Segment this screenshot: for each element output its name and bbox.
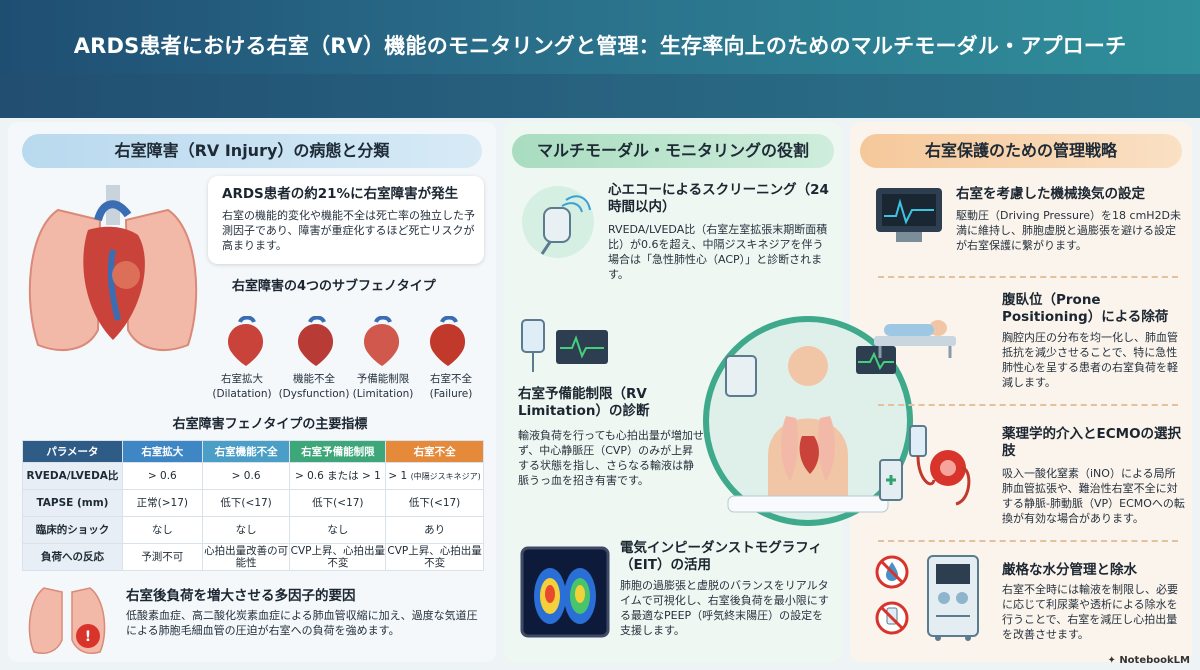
- table-title: 右室障害フェノタイプの主要指標: [172, 417, 368, 432]
- subtype-dysfunction: 機能不全 (Dysfunction): [276, 372, 352, 402]
- subtype-label-en: (Limitation): [352, 388, 414, 400]
- table-cell: 心拍出量改善の可能性: [201, 543, 291, 571]
- factors-heading: 右室後負荷を増大させる多因子的要因: [126, 588, 356, 604]
- limitation-heading: 右室予備能制限（RV Limitation）の診断: [518, 386, 650, 419]
- table-header: 右室不全: [385, 440, 484, 463]
- table-header: パラメータ: [22, 440, 123, 463]
- header-banner: ARDS患者における右室（RV）機能のモニタリングと管理：生存率向上のためのマル…: [0, 0, 1200, 118]
- cell-value: > 1: [388, 469, 408, 482]
- table-cell: CVP上昇、心拍出量不変: [289, 543, 387, 571]
- heart-icon: [297, 316, 334, 366]
- table-row: RVEDA/LVEDA比 > 0.6 > 0.6 > 0.6 または > 1 >…: [22, 462, 484, 490]
- table-header: 右室拡大: [121, 440, 203, 463]
- echo-body: RVEDA/LVEDA比（右室左室拡張末期断面積比）が0.6を超え、中隔ジスキネ…: [608, 223, 828, 281]
- subtype-label: 機能不全: [293, 373, 335, 385]
- section-divider: [878, 540, 1178, 542]
- subtype-label-en: (Dilatation): [212, 388, 272, 400]
- lungs-heart-illustration: [28, 185, 198, 351]
- factors-body: 低酸素血症、高二酸化炭素血症による肺血管収縮に加え、過度な気道圧による肺胞毛細血…: [126, 609, 478, 637]
- subtype-label-en: (Failure): [429, 388, 473, 400]
- table-cell: 低下(<17): [385, 489, 484, 517]
- table-cell: 低下(<17): [289, 489, 387, 517]
- table-cell: > 0.6: [201, 462, 291, 490]
- right-section-title: 右室保護のための管理戦略: [860, 134, 1182, 168]
- table-row: 臨床的ショック なし なし なし あり: [22, 516, 484, 544]
- iv-monitor-icon: [521, 319, 608, 372]
- eit-heading: 電気インピーダンストモグラフィ（EIT）の活用: [620, 540, 822, 573]
- subtype-dilatation: 右室拡大 (Dilatation): [212, 372, 272, 402]
- no-fluid-icon: [875, 555, 909, 589]
- strategy-body-ventilation: 駆動圧（Driving Pressure）を18 cmH2D未満に維持し、肺胞虚…: [956, 209, 1182, 252]
- table-cell: 正常(>17): [121, 489, 203, 517]
- table-cell: RVEDA/LVEDA比: [22, 462, 123, 490]
- heart-icon: [429, 316, 466, 366]
- patient-monitoring-illustration: [703, 316, 913, 526]
- page-title: ARDS患者における右室（RV）機能のモニタリングと管理：生存率向上のためのマル…: [73, 34, 1127, 58]
- ecmo-icon: [879, 425, 971, 506]
- table-header: 右室予備能制限: [289, 440, 387, 463]
- strategy-body-prone: 胸腔内圧の分布を均一化し、肺血管抵抗を減少させることで、特に急性肺性心を呈する患…: [1002, 331, 1178, 389]
- strategy-body-fluid: 右室不全時には輸液を制限し、必要に応じて利尿薬や透析による除水を行うことで、右室…: [1002, 583, 1178, 641]
- header-band: [0, 74, 1200, 118]
- subtype-label: 右室不全: [430, 373, 472, 385]
- brand-label: NotebookLM: [1119, 655, 1190, 666]
- eit-lung-image: [520, 546, 610, 638]
- svg-text:!: !: [85, 629, 91, 645]
- callout-heading: ARDS患者の約21%に右室障害が発生: [222, 186, 459, 202]
- strategy-heading-prone: 腹臥位（Prone Positioning）による除荷: [1002, 292, 1169, 325]
- section-divider: [878, 276, 1178, 278]
- table-cell: > 0.6: [121, 462, 203, 490]
- table-header: 右室機能不全: [201, 440, 291, 463]
- subtypes-title: 右室障害の4つのサブフェノタイプ: [232, 279, 436, 294]
- table-cell: 臨床的ショック: [22, 516, 123, 544]
- cell-note: (中隔ジスキネジア): [410, 471, 481, 481]
- left-section-title: 右室障害（RV Injury）の病態と分類: [22, 134, 482, 168]
- middle-section-title: マルチモーダル・モニタリングの役割: [512, 134, 834, 168]
- table-cell: なし: [121, 516, 203, 544]
- table-row: TAPSE (mm) 正常(>17) 低下(<17) 低下(<17) 低下(<1…: [22, 489, 484, 517]
- subtype-label: 右室拡大: [221, 373, 263, 385]
- table-cell: > 0.6 または > 1: [289, 462, 387, 490]
- callout-body: 右室の機能的変化や機能不全は死亡率の独立した予測因子であり、障害が重症化するほど…: [222, 209, 475, 252]
- table-cell: 低下(<17): [201, 489, 291, 517]
- eit-body: 肺胞の過膨張と虚脱のバランスをリアルタイムで可視化し、右室後負荷を最小限にする最…: [620, 579, 829, 637]
- section-divider: [878, 404, 1178, 406]
- table-cell: TAPSE (mm): [22, 489, 123, 517]
- strategy-heading-ecmo: 薬理学的介入とECMOの選択肢: [1002, 426, 1182, 459]
- table-row: 負荷への反応 予測不可 心拍出量改善の可能性 CVP上昇、心拍出量不変 CVP上…: [22, 543, 484, 571]
- table-header-row: パラメータ 右室拡大 右室機能不全 右室予備能制限 右室不全: [22, 440, 484, 463]
- table-cell: 予測不可: [121, 543, 203, 571]
- subtype-failure: 右室不全 (Failure): [418, 372, 484, 402]
- lungs-warning-icon: !: [28, 587, 106, 654]
- prone-position-icon: [874, 320, 956, 358]
- no-infusion-icon: [875, 601, 909, 635]
- dialysis-machine-icon: [927, 555, 979, 641]
- table-cell: 負荷への反応: [22, 543, 123, 571]
- heart-icon: [227, 316, 264, 366]
- notebooklm-logo: ✦ NotebookLM: [1107, 655, 1190, 666]
- subtype-limitation: 予備能制限 (Limitation): [350, 372, 416, 402]
- heart-icon: [363, 316, 400, 366]
- subtype-label: 予備能制限: [356, 373, 410, 385]
- echo-heading: 心エコーによるスクリーニング（24時間以内）: [608, 182, 829, 215]
- table-cell: なし: [201, 516, 291, 544]
- strategy-heading-ventilation: 右室を考慮した機械換気の設定: [956, 186, 1145, 202]
- strategy-heading-fluid: 厳格な水分管理と除水: [1002, 562, 1137, 578]
- subtype-label-en: (Dysfunction): [278, 388, 350, 400]
- table-cell: > 1 (中隔ジスキネジア): [385, 462, 484, 490]
- table-cell: あり: [385, 516, 484, 544]
- incidence-callout: ARDS患者の約21%に右室障害が発生 右室の機能的変化や機能不全は死亡率の独立…: [208, 176, 484, 264]
- phenotype-table: パラメータ 右室拡大 右室機能不全 右室予備能制限 右室不全 RVEDA/LVE…: [22, 440, 484, 571]
- subtype-heart-icons: [227, 316, 466, 366]
- ultrasound-probe-icon: [522, 186, 594, 258]
- table-cell: なし: [289, 516, 387, 544]
- limitation-body: 輸液負荷を行っても心拍出量が増加せず、中心静脈圧（CVP）のみが上昇する状態を指…: [518, 429, 704, 487]
- table-cell: CVP上昇、心拍出量不変: [385, 543, 484, 571]
- ventilator-monitor-icon: [876, 188, 942, 242]
- strategy-body-ecmo: 吸入一酸化窒素（iNO）による局所肺血管拡張や、難治性右室不全に対する静脈-肺動…: [1002, 467, 1185, 525]
